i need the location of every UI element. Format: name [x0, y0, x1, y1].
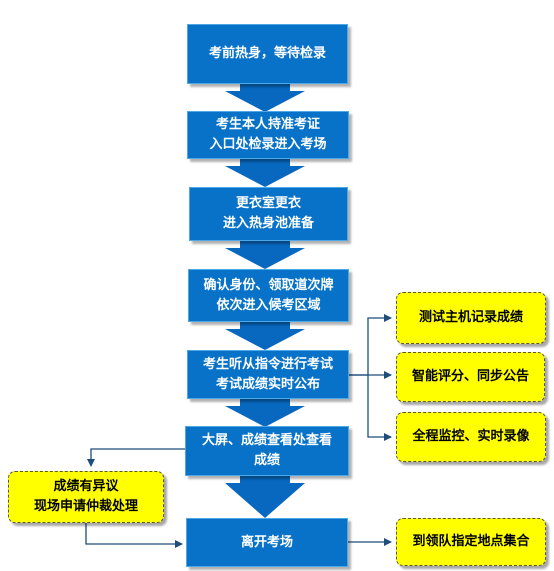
note-monitoring-line-1: 全程监控、实时录像 [412, 429, 530, 444]
step-confirm-identity: 确认身份、领取道次牌 依次进入候考区域 [188, 269, 349, 322]
note-smart-scoring: 智能评分、同步公告 [396, 352, 545, 402]
step-confirm-identity-line-1: 确认身份、领取道次牌 [203, 277, 334, 293]
step-view-scores: 大屏、成绩查看处查看 成绩 [185, 426, 349, 476]
connector-to-dispute [87, 448, 185, 467]
note-gathering: 到领队指定地点集合 [396, 518, 546, 566]
step-checkin-line-2: 入口处检录进入考场 [209, 137, 327, 152]
step-changing-room: 更衣室更衣 进入热身池准备 [189, 187, 348, 241]
note-gathering-line-1: 到领队指定地点集合 [412, 534, 530, 549]
note-record-score-line-1: 测试主机记录成绩 [418, 310, 523, 325]
down-arrow-5 [225, 399, 305, 427]
connector-dispute-to-leave [85, 523, 183, 548]
step-checkin: 考生本人持准考证 入口处检录进入考场 [187, 111, 349, 159]
connector-to-monitoring [367, 375, 392, 441]
step-leave-venue: 离开考场 [186, 518, 348, 567]
step-warmup: 考前热身，等待检录 [187, 24, 348, 84]
step-checkin-line-1: 考生本人持准考证 [215, 117, 320, 132]
connector-to-record-score [349, 314, 392, 376]
down-arrow-1 [225, 84, 305, 112]
step-changing-room-line-1: 更衣室更衣 [235, 196, 301, 211]
step-exam-line-1: 考生听从指令进行考试 [202, 356, 333, 372]
step-changing-room-line-2: 进入热身池准备 [222, 216, 314, 231]
down-arrow-6 [225, 476, 305, 518]
down-arrow-4 [225, 322, 305, 350]
step-leave-venue-line-1: 离开考场 [240, 534, 293, 550]
step-exam: 考生听从指令进行考试 考试成绩实时公布 [187, 350, 349, 399]
note-dispute: 成绩有异议 现场申请仲裁处理 [8, 471, 164, 523]
down-arrow-3 [225, 241, 305, 269]
step-exam-line-2: 考试成绩实时公布 [215, 376, 320, 392]
down-arrow-2 [225, 159, 305, 187]
step-view-scores-line-1: 大屏、成绩查看处查看 [201, 433, 332, 448]
note-smart-scoring-line-1: 智能评分、同步公告 [411, 369, 529, 384]
note-record-score: 测试主机记录成绩 [396, 292, 546, 344]
note-monitoring: 全程监控、实时录像 [396, 412, 546, 462]
note-dispute-line-2: 现场申请仲裁处理 [33, 499, 138, 514]
step-warmup-line-1: 考前热身，等待检录 [208, 46, 326, 61]
step-confirm-identity-line-2: 依次进入候考区域 [216, 297, 321, 313]
step-view-scores-line-2: 成绩 [253, 453, 280, 468]
note-dispute-line-1: 成绩有异议 [53, 479, 119, 494]
